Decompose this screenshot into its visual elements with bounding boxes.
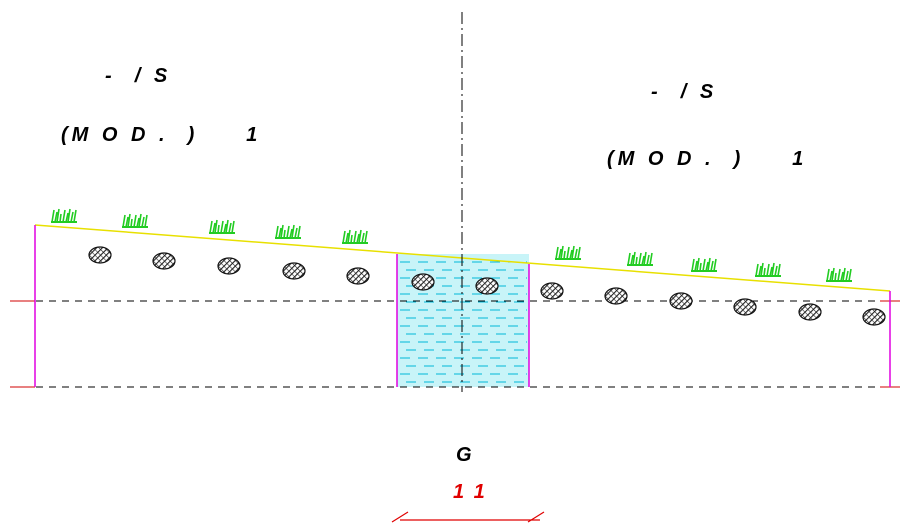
- stone-icon: [862, 308, 886, 326]
- stone-icon: [604, 287, 628, 305]
- stone-icon: [540, 282, 564, 300]
- grass-tuft-icon: [341, 229, 369, 244]
- stone-icon: [88, 246, 112, 264]
- right-label-line2: (M O D . ) 1: [607, 148, 808, 170]
- stone-icon: [411, 273, 435, 291]
- stone-icon: [669, 292, 693, 310]
- grass-tuft-icon: [754, 262, 782, 277]
- stone-icon: [282, 262, 306, 280]
- grass-tuft-icon: [50, 208, 78, 223]
- stone-icon: [798, 303, 822, 321]
- center-letter: G: [456, 444, 476, 466]
- stone-icon: [346, 267, 370, 285]
- stone-icon: [152, 252, 176, 270]
- dimension-value: 1 1: [453, 481, 487, 503]
- grass-tuft-icon: [208, 219, 236, 234]
- water-body: [397, 254, 529, 387]
- grass-tuft-icon: [554, 245, 582, 260]
- stone-icon: [475, 277, 499, 295]
- left-label-line1: - / S: [105, 65, 172, 87]
- grass-tuft-icon: [690, 257, 718, 272]
- stone-icon: [733, 298, 757, 316]
- grass-tuft-icon: [274, 224, 302, 239]
- left-label-line2: (M O D . ) 1: [61, 124, 262, 146]
- grass-tuft-icon: [626, 251, 654, 266]
- right-label-line1: - / S: [651, 81, 718, 103]
- dimension-marker: [391, 511, 545, 523]
- stone-icon: [217, 257, 241, 275]
- grass-tuft-icon: [121, 213, 149, 228]
- grass-tuft-icon: [825, 267, 853, 282]
